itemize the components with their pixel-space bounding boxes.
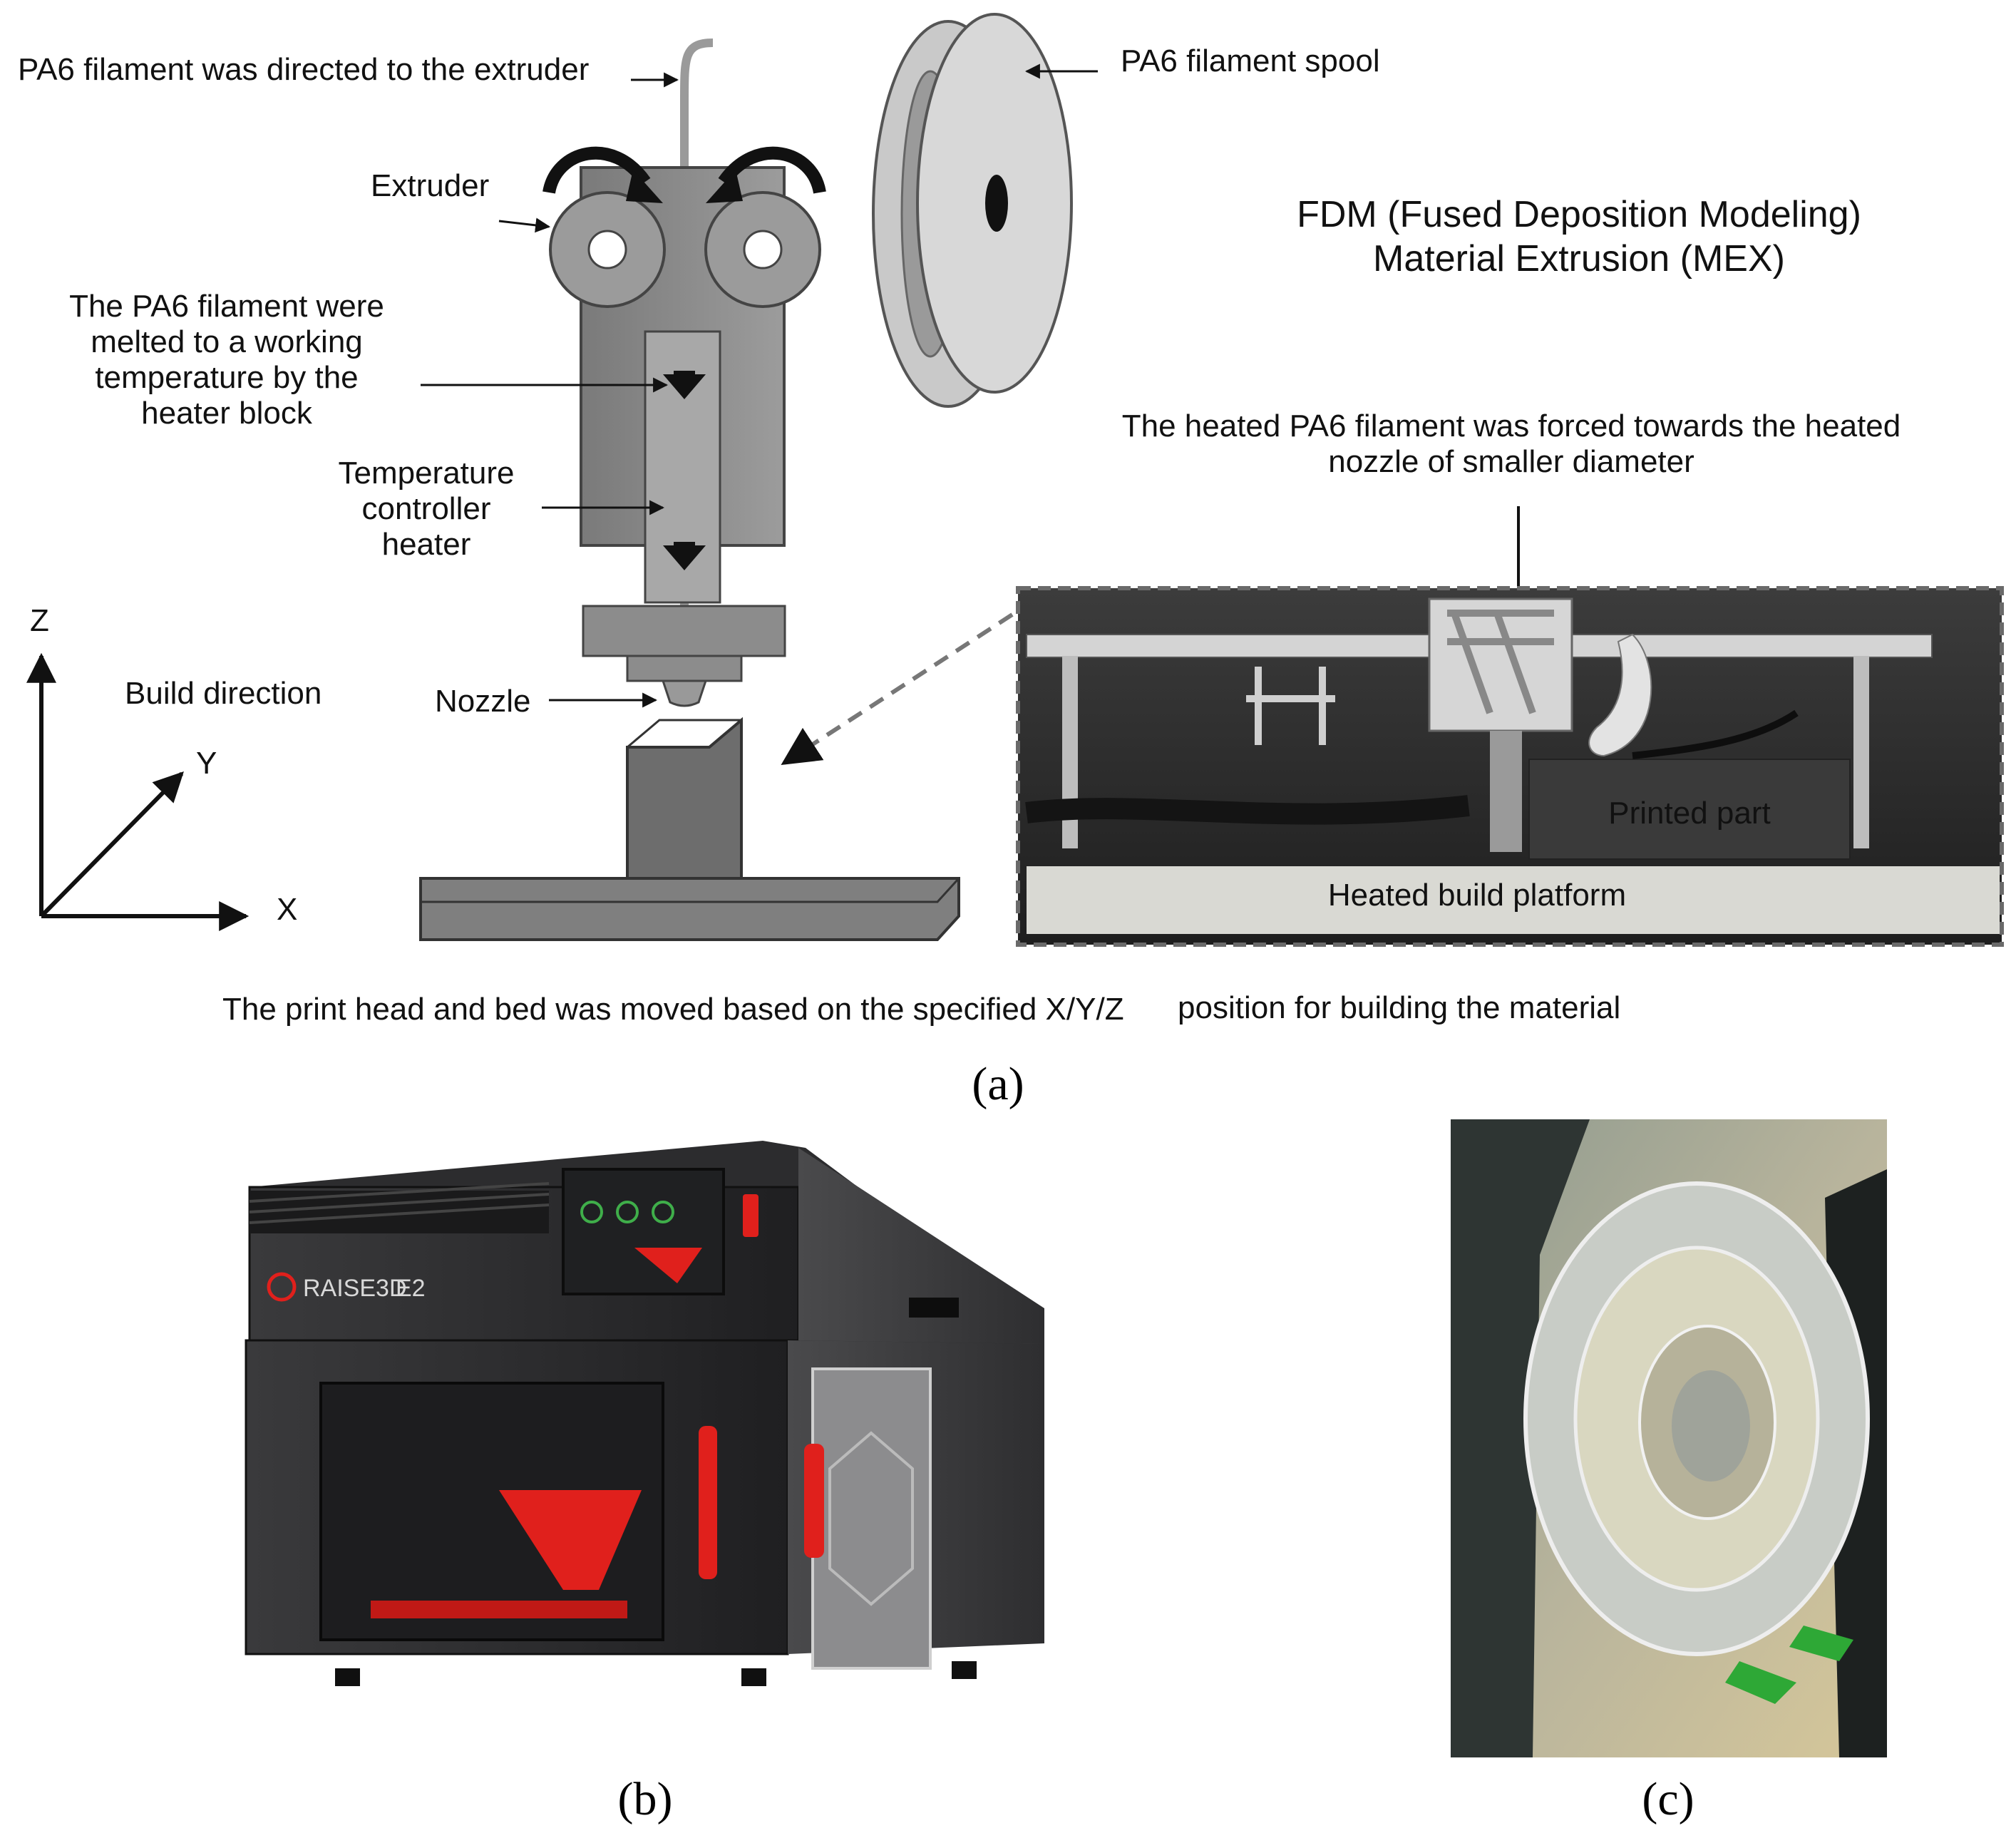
panel-a-schematic: PA6 filament was directed to the extrude… — [18, 13, 2004, 1110]
label-extruder: Extruder — [371, 168, 489, 203]
label-forced-line2: nozzle of smaller diameter — [1328, 444, 1694, 479]
brand-logo: RAISE3D E2 — [267, 1272, 426, 1302]
label-temperature-line3: heater — [382, 527, 471, 562]
label-bottom-line2: position for building the material — [1178, 990, 1620, 1025]
build-bed-illustration — [419, 717, 960, 941]
arrow-extruder — [498, 217, 551, 233]
label-filament-spool: PA6 filament spool — [1121, 43, 1380, 78]
label-heated-platform: Heated build platform — [1328, 878, 1626, 913]
filament-feed-line — [680, 38, 714, 620]
side-door — [811, 1367, 932, 1670]
label-melted-line1: The PA6 filament were — [69, 289, 384, 324]
filament-slot — [909, 1298, 959, 1318]
caption-c: (c) — [1642, 1773, 1694, 1825]
label-temperature-line2: controller — [362, 491, 491, 526]
label-axis-z: Z — [30, 603, 49, 638]
panel-c-spool-photo: (c) — [1451, 1119, 1887, 1825]
svg-text:E2: E2 — [396, 1275, 426, 1302]
label-temperature-line1: Temperature — [338, 456, 514, 491]
fdm-photo-inset — [1016, 586, 2004, 947]
panel-b-printer-photo: RAISE3D E2 (b) — [245, 1141, 1044, 1825]
label-melted-line3: temperature by the — [95, 360, 358, 395]
touchscreen — [562, 1168, 725, 1295]
dashed-connector — [781, 612, 1014, 765]
label-nozzle: Nozzle — [435, 684, 531, 719]
label-filament-directed: PA6 filament was directed to the extrude… — [18, 52, 589, 87]
caption-b: (b) — [618, 1773, 673, 1825]
svg-text:RAISE3D: RAISE3D — [303, 1275, 407, 1302]
xyz-axes — [26, 652, 250, 931]
label-mex-title: Material Extrusion (MEX) — [1373, 238, 1785, 279]
label-build-direction: Build direction — [125, 676, 322, 711]
label-printed-part: Printed part — [1608, 796, 1770, 831]
label-bottom-line1: The print head and bed was moved based o… — [222, 992, 1124, 1027]
label-melted-line4: heater block — [141, 396, 313, 431]
filament-spool-illustration — [872, 13, 1073, 408]
label-forced-line1: The heated PA6 filament was forced towar… — [1122, 409, 1901, 443]
vent-grille — [249, 1182, 550, 1233]
label-axis-x: X — [277, 892, 297, 927]
caption-a: (a) — [972, 1058, 1024, 1110]
door-handle — [699, 1426, 717, 1579]
label-axis-y: Y — [196, 746, 217, 781]
label-fdm-title: FDM (Fused Deposition Modeling) — [1297, 194, 1861, 235]
label-melted-line2: melted to a working — [91, 324, 363, 359]
print-head-illustration — [542, 146, 826, 707]
